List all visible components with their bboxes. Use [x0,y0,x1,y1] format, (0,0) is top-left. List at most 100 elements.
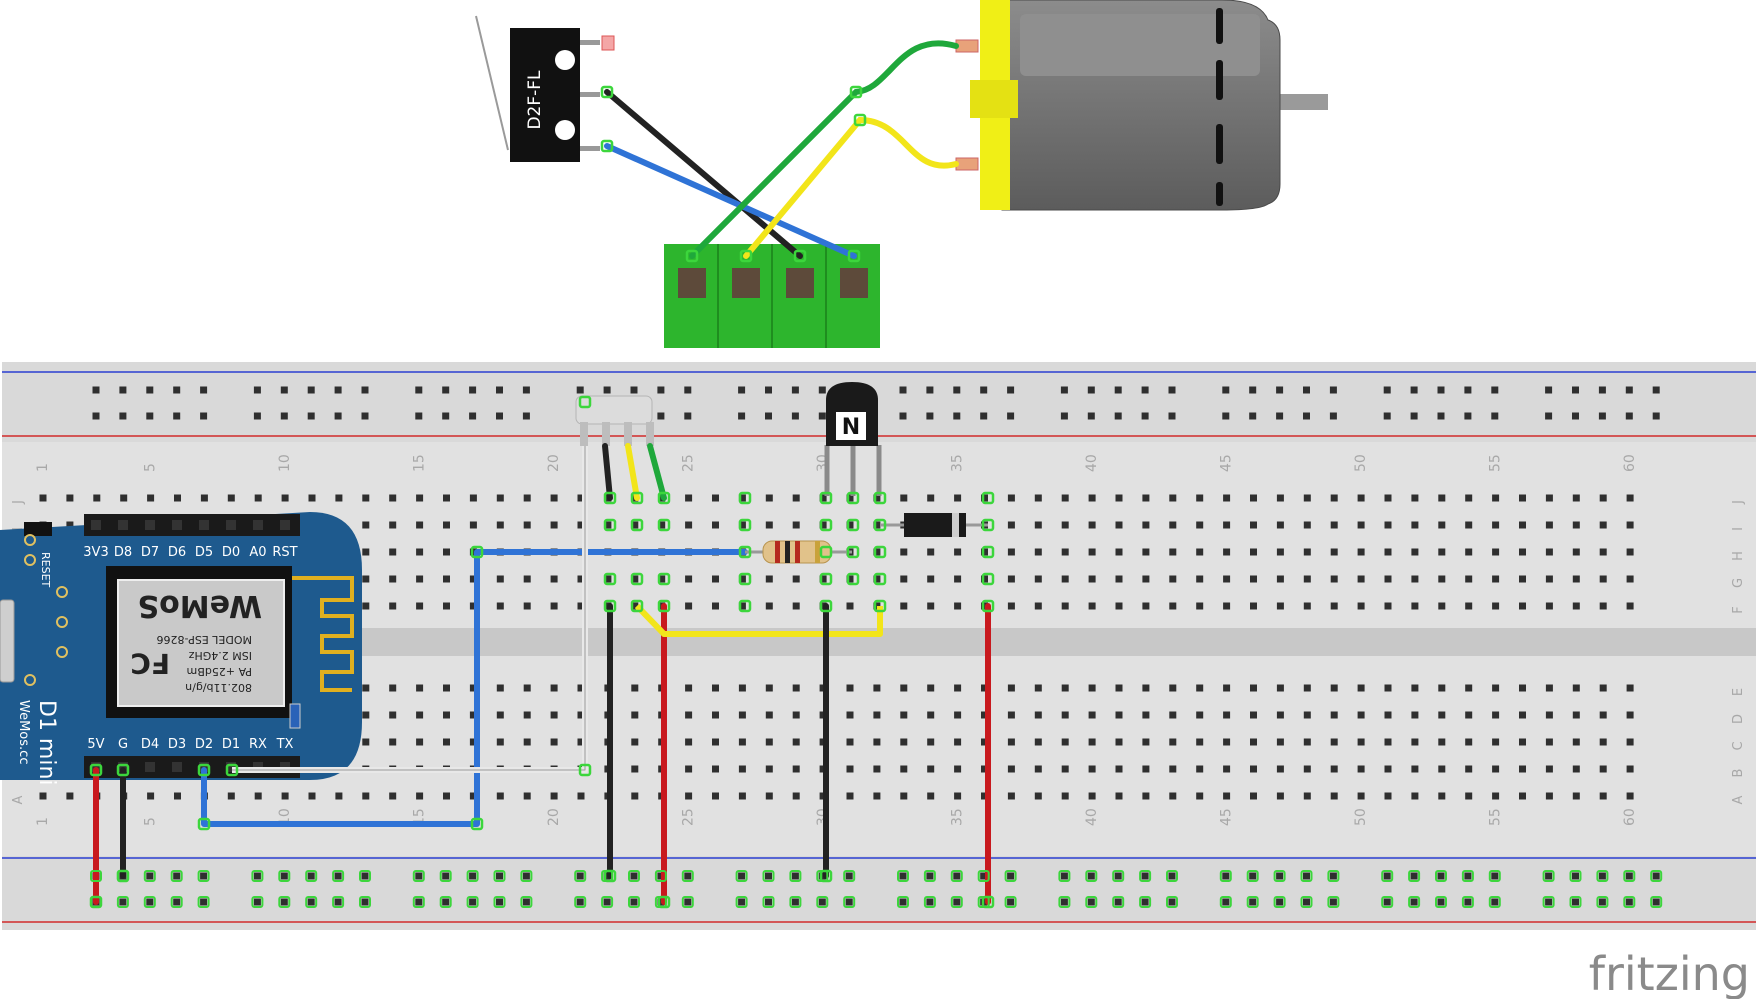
rail-hole[interactable] [765,872,772,880]
header-pin[interactable] [199,520,209,530]
breadboard-hole[interactable] [308,494,316,502]
rail-hole[interactable] [1625,386,1633,394]
breadboard-hole[interactable] [658,521,666,529]
breadboard-hole[interactable] [1196,602,1204,610]
breadboard-hole[interactable] [550,684,558,692]
wire-d2-blue[interactable] [201,549,748,827]
rail-hole[interactable] [1114,412,1122,420]
breadboard-hole[interactable] [1330,494,1338,502]
rail-hole[interactable] [1491,872,1499,880]
rail-hole[interactable] [1222,386,1230,394]
rail-hole[interactable] [765,412,772,420]
breadboard-hole[interactable] [1061,548,1069,556]
rail-hole[interactable] [899,898,907,906]
rail-hole[interactable] [657,898,665,906]
breadboard-hole[interactable] [631,738,639,746]
breadboard-hole[interactable] [469,738,477,746]
breadboard-hole[interactable] [577,575,585,583]
breadboard-hole[interactable] [792,711,800,719]
breadboard-hole[interactable] [873,521,881,529]
rail-hole[interactable] [361,386,369,394]
header-pin[interactable] [145,762,155,772]
breadboard-hole[interactable] [1438,792,1446,800]
breadboard-hole[interactable] [1330,711,1338,719]
rail-hole[interactable] [334,872,342,880]
rail-hole[interactable] [603,898,611,906]
reset-button[interactable] [24,522,52,536]
breadboard-hole[interactable] [1142,684,1150,692]
breadboard-hole[interactable] [469,575,477,583]
breadboard-hole[interactable] [765,765,773,773]
rail-hole[interactable] [1383,386,1391,394]
breadboard-hole[interactable] [1626,711,1634,719]
breadboard-hole[interactable] [1438,548,1446,556]
rail-hole[interactable] [119,898,127,906]
breadboard-hole[interactable] [1599,548,1607,556]
breadboard-hole[interactable] [1142,765,1150,773]
breadboard-hole[interactable] [1599,521,1607,529]
breadboard-hole[interactable] [254,494,262,502]
rail-hole[interactable] [980,412,988,420]
rail-hole[interactable] [361,412,369,420]
header-wire-green[interactable] [647,443,667,501]
dc-motor[interactable] [955,0,1328,211]
breadboard-hole[interactable] [631,602,639,610]
breadboard-hole[interactable] [873,738,881,746]
breadboard-hole[interactable] [819,521,827,529]
breadboard-hole[interactable] [1465,548,1473,556]
rail-hole[interactable] [1007,872,1015,880]
breadboard-hole[interactable] [443,521,450,529]
breadboard-hole[interactable] [1007,602,1015,610]
breadboard-hole[interactable] [389,602,397,610]
breadboard-hole[interactable] [1384,684,1392,692]
breadboard-hole[interactable] [174,792,181,800]
breadboard-hole[interactable] [416,521,424,529]
breadboard-hole[interactable] [389,684,397,692]
breadboard-hole[interactable] [1626,738,1634,746]
breadboard-hole[interactable] [577,792,585,800]
header-pin[interactable] [280,520,290,530]
breadboard-hole[interactable] [1626,602,1634,610]
breadboard-hole[interactable] [765,521,773,529]
breadboard-hole[interactable] [1519,738,1526,746]
rail-hole[interactable] [818,872,826,880]
rail-hole[interactable] [980,386,988,394]
breadboard-hole[interactable] [362,548,370,556]
breadboard-hole[interactable] [1330,765,1338,773]
breadboard-hole[interactable] [846,684,854,692]
rail-hole[interactable] [1303,386,1310,394]
breadboard-hole[interactable] [792,521,800,529]
breadboard-hole[interactable] [1115,494,1123,502]
breadboard-hole[interactable] [1519,521,1526,529]
breadboard-hole[interactable] [792,684,800,692]
rail-hole[interactable] [1598,872,1606,880]
breadboard-hole[interactable] [1438,521,1446,529]
rail-hole[interactable] [1168,386,1176,394]
rail-hole[interactable] [926,386,934,394]
breadboard-hole[interactable] [658,575,666,583]
breadboard-hole[interactable] [712,765,719,773]
rail-hole[interactable] [926,898,934,906]
breadboard-hole[interactable] [550,602,558,610]
breadboard-hole[interactable] [1034,602,1042,610]
rail-hole[interactable] [307,412,315,420]
breadboard-hole[interactable] [1169,602,1177,610]
breadboard-hole[interactable] [712,494,719,502]
rail-hole[interactable] [1598,386,1606,394]
breadboard-hole[interactable] [1250,575,1257,583]
breadboard-hole[interactable] [389,521,397,529]
breadboard-hole[interactable] [147,494,155,502]
breadboard-hole[interactable] [1384,765,1392,773]
rail-hole[interactable] [1168,412,1176,420]
breadboard-hole[interactable] [1223,684,1231,692]
breadboard-hole[interactable] [1276,575,1284,583]
breadboard-hole[interactable] [981,684,988,692]
breadboard-hole[interactable] [981,494,988,502]
rail-hole[interactable] [119,412,127,420]
breadboard-hole[interactable] [1384,602,1392,610]
rail-hole[interactable] [1491,412,1499,420]
rail-hole[interactable] [1276,412,1284,420]
breadboard-hole[interactable] [496,575,504,583]
breadboard-hole[interactable] [389,494,397,502]
breadboard-hole[interactable] [1545,575,1553,583]
